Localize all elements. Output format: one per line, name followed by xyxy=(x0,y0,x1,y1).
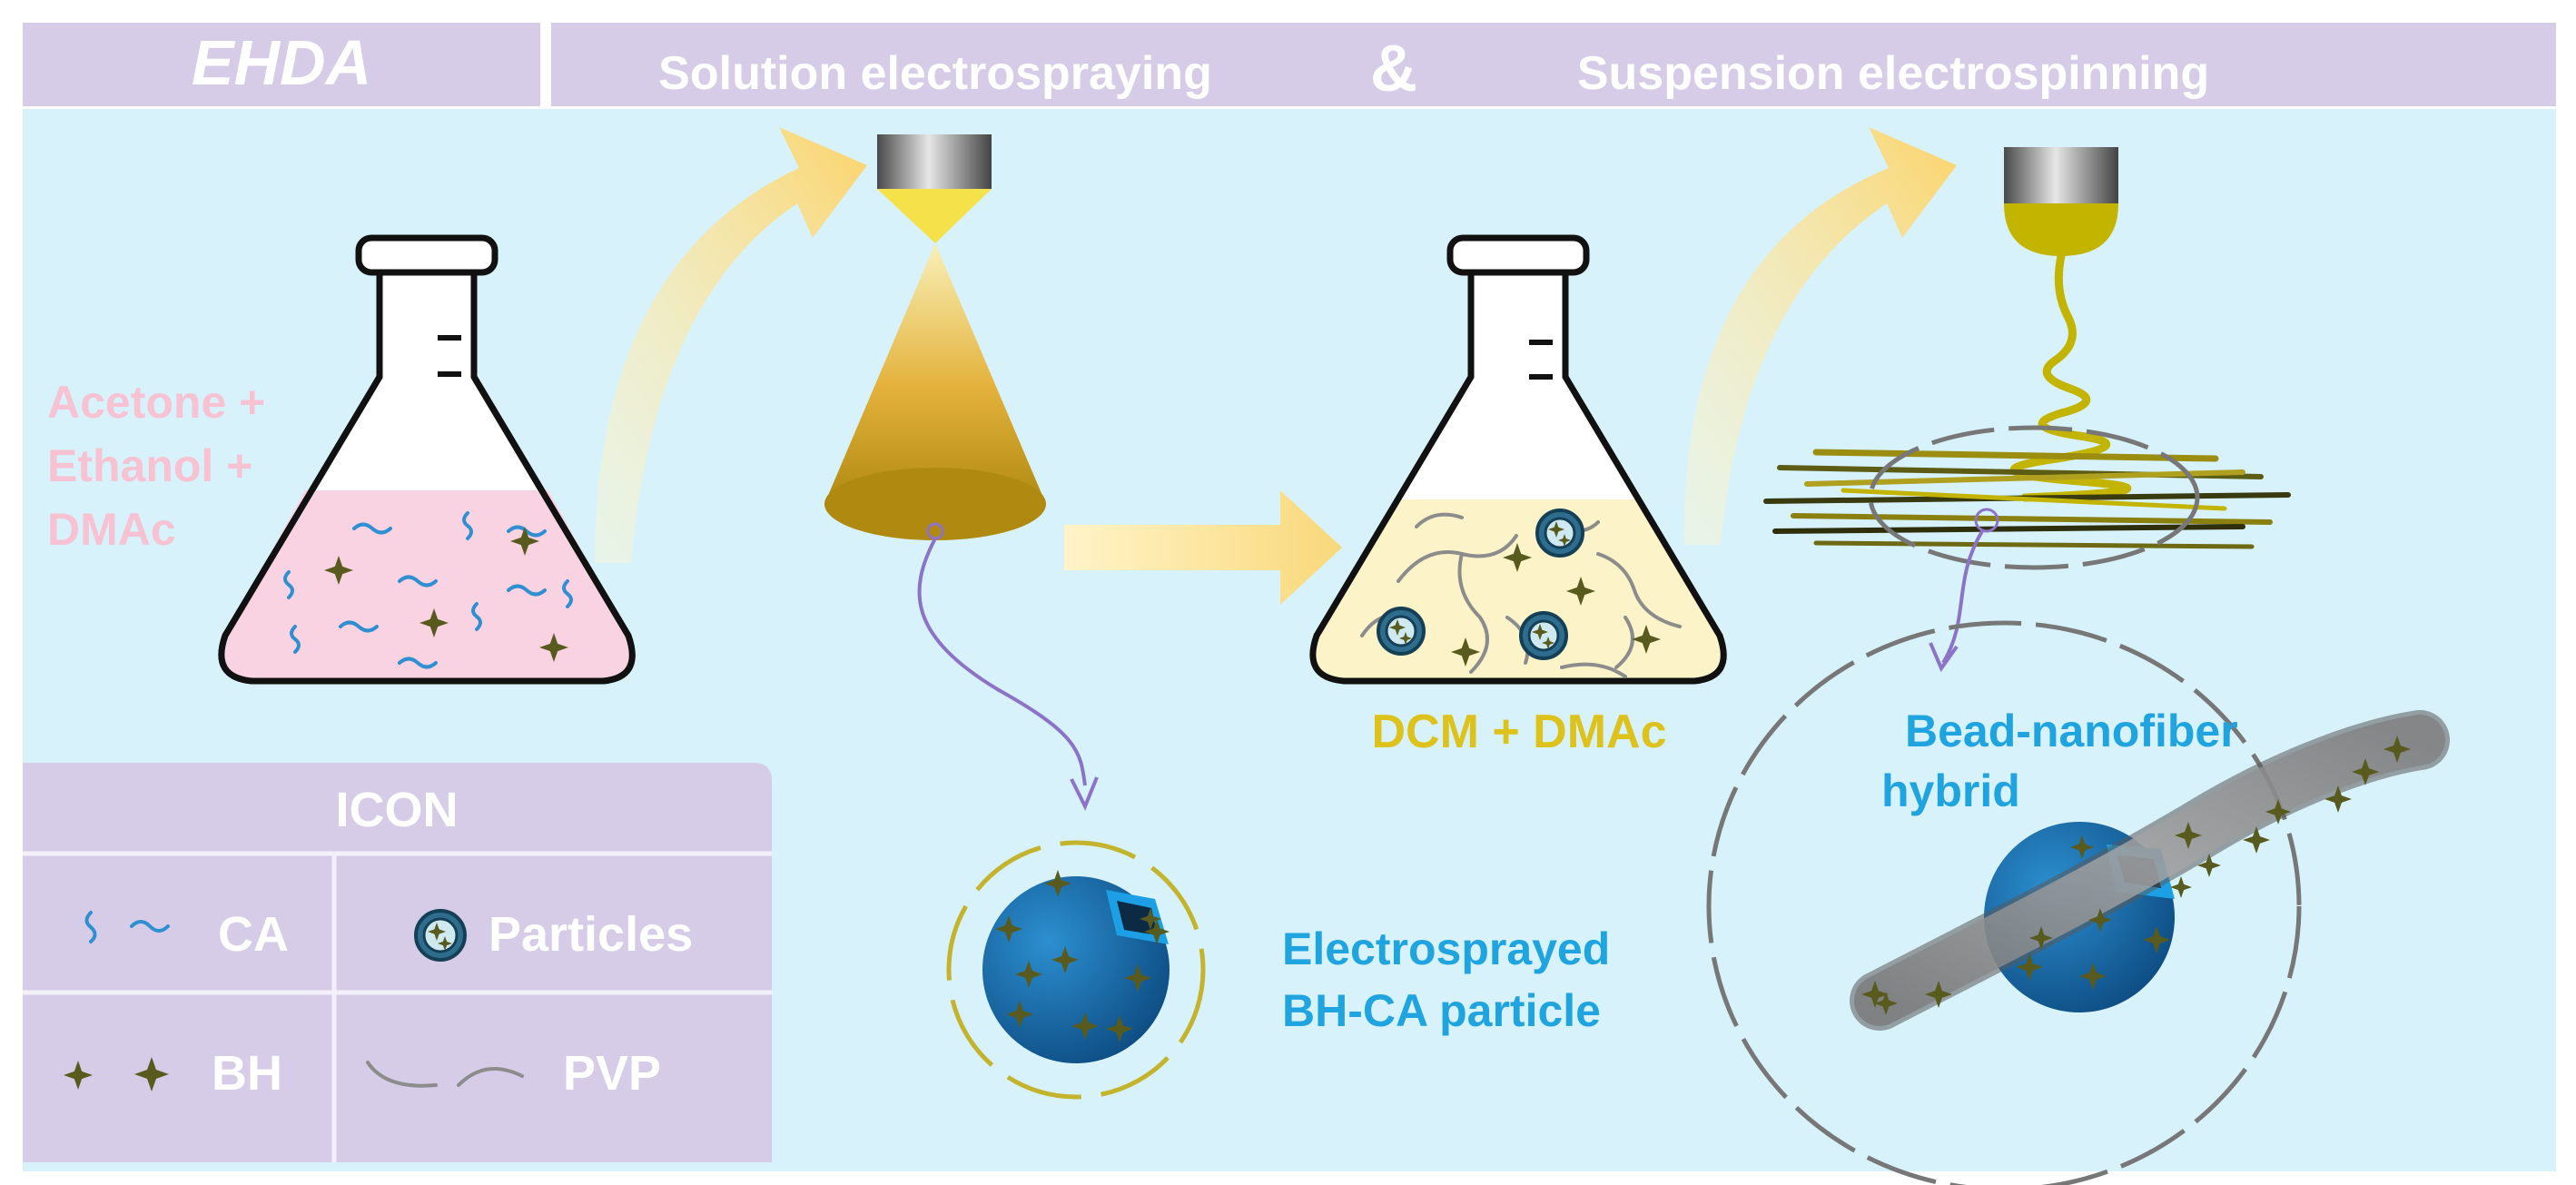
product-2-line1: Bead-nanofiber xyxy=(1905,706,2238,756)
header-process-cell xyxy=(551,23,2556,106)
legend-bh: BH xyxy=(212,1046,282,1101)
suspended-particle-icon xyxy=(1377,607,1426,656)
legend-title: ICON xyxy=(336,783,459,837)
curved-arrow-1-icon xyxy=(595,127,867,563)
pointer-line-2 xyxy=(1929,508,1999,673)
legend-pvp: PVP xyxy=(563,1046,661,1101)
product-1-line1: Electrosprayed xyxy=(1282,923,1610,974)
solvent-1-line2: Ethanol + xyxy=(47,440,252,491)
header-ehda: EHDA xyxy=(192,27,371,98)
flask-2-icon xyxy=(1309,234,1727,685)
curved-arrow-2-icon xyxy=(1683,127,1957,545)
icon-legend: ICON CA Particles BH PVP xyxy=(23,763,772,1162)
straight-arrow-icon xyxy=(1064,490,1342,605)
product-1-line2: BH-CA particle xyxy=(1282,985,1601,1036)
solvent-2: DCM + DMAc xyxy=(1371,706,1666,758)
legend-particles-icon xyxy=(414,909,467,962)
electrospray-nozzle-icon xyxy=(824,134,1046,540)
legend-ca-icon xyxy=(84,911,170,943)
legend-pvp-icon xyxy=(366,1061,524,1088)
product-2-line2: hybrid xyxy=(1881,765,2020,816)
pointer-line-1 xyxy=(917,522,1099,811)
header-process-2: Suspension electrospinning xyxy=(1577,47,2209,100)
header-process-1: Solution electrospraying xyxy=(658,47,1212,100)
header-ehda-cell xyxy=(23,23,540,106)
electrosprayed-particle-icon xyxy=(946,840,1206,1100)
suspended-particle-icon xyxy=(1535,509,1584,558)
legend-particles: Particles xyxy=(489,907,693,962)
legend-ca: CA xyxy=(218,907,289,962)
bead-nanofiber-hybrid-icon xyxy=(1706,620,2450,1185)
electrospinning-nozzle-icon xyxy=(1763,147,2291,570)
flask-1-icon xyxy=(218,234,636,685)
solvent-1-line3: DMAc xyxy=(47,504,176,555)
header-ampersand: & xyxy=(1370,33,1417,105)
suspended-particle-icon xyxy=(1519,611,1568,660)
solvent-1-line1: Acetone + xyxy=(47,377,265,428)
